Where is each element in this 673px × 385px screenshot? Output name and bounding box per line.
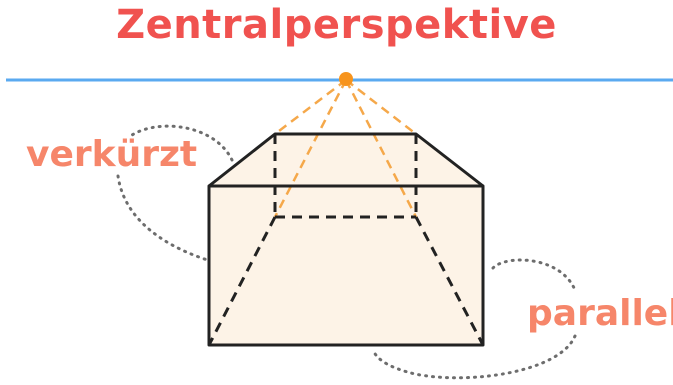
label-verkuerzt: verkürzt [26, 134, 198, 175]
leader-line-parallel [372, 258, 577, 380]
hidden-edges [207, 134, 485, 346]
box-front-face [209, 186, 483, 345]
diagram-title: Zentralperspektive [116, 2, 557, 48]
vanishing-lines [273, 79, 418, 218]
label-parallel: parallel [527, 293, 673, 334]
vanishing-point [339, 72, 353, 86]
box-top-face [209, 134, 483, 186]
visible-edges [207, 132, 485, 347]
